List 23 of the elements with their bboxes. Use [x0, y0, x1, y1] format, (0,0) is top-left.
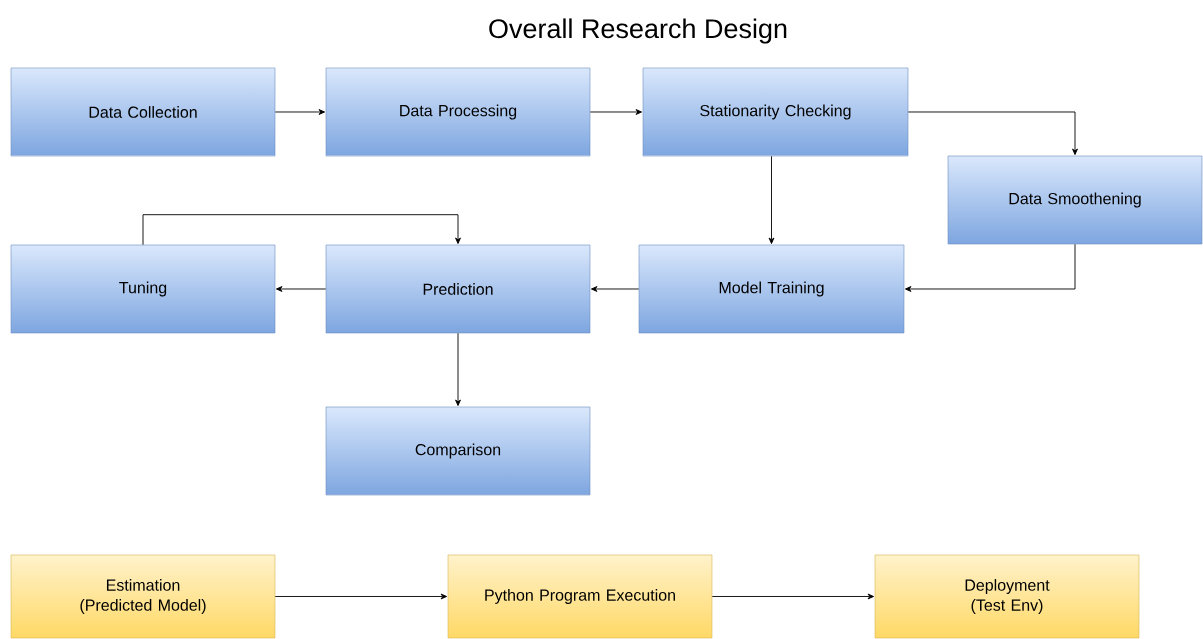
arrow [904, 243, 1076, 292]
title: Overall Research Design [489, 18, 787, 44]
arrow [590, 286, 640, 292]
process-box: Comparison [325, 406, 591, 496]
arrow [274, 593, 448, 600]
process-box: Data Processing [325, 67, 591, 157]
arrow [274, 109, 326, 115]
process-box: Prediction [325, 244, 591, 334]
arrow [142, 214, 461, 246]
arrow [455, 332, 461, 406]
arrow [711, 593, 875, 600]
process-box: Python Program Execution [447, 554, 713, 639]
process-box: Data Smoothening [947, 155, 1203, 245]
process-box: Data Collection [10, 67, 276, 157]
process-box: Estimation (Predicted Model) [10, 554, 276, 639]
process-box: Stationarity Checking [642, 67, 909, 157]
arrow [768, 155, 775, 244]
process-box: Model Training [638, 244, 905, 334]
process-box: Tuning [10, 244, 276, 334]
arrow [907, 111, 1078, 155]
arrow [276, 286, 327, 292]
arrow [589, 109, 643, 115]
process-box: Deployment (Test Env) [874, 554, 1140, 639]
